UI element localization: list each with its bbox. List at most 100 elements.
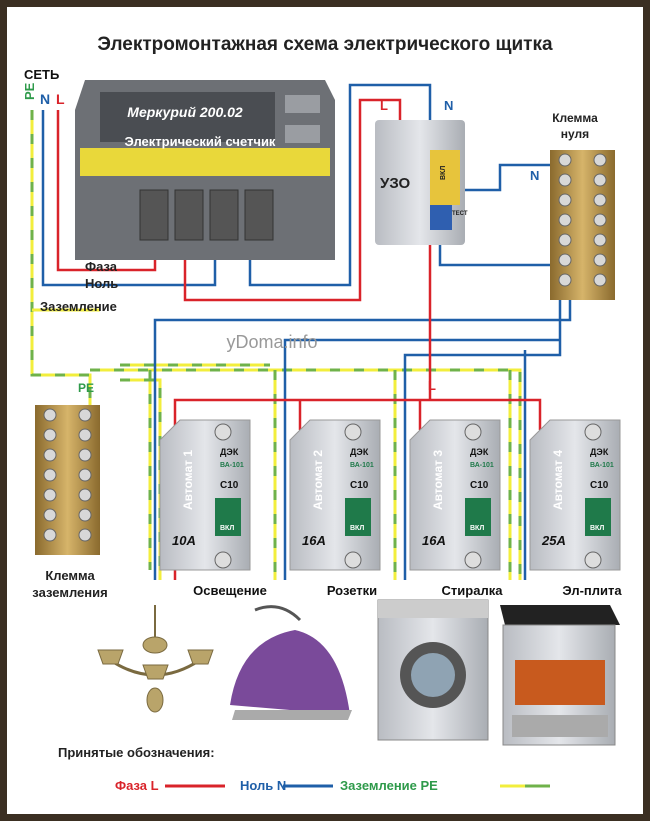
screw-icon <box>558 153 572 167</box>
neutral-bus-n-label: N <box>530 168 539 183</box>
network-pe-label: PE <box>22 82 37 100</box>
meter-phase-label: Фаза <box>85 259 118 274</box>
screw-icon <box>593 253 607 267</box>
chandelier-image <box>97 605 214 713</box>
breaker-brand: ДЭК <box>590 447 609 457</box>
ground-wires <box>30 110 522 580</box>
breaker-rating: 25A <box>541 533 566 548</box>
neutral-wires <box>41 83 572 580</box>
iron-image <box>230 605 352 720</box>
breaker-name: Автомат 4 <box>551 450 565 510</box>
breaker-curve: C10 <box>220 480 239 491</box>
breaker-lever[interactable] <box>585 498 611 536</box>
electric-stove-image <box>500 605 620 746</box>
breaker-lever[interactable] <box>345 498 371 536</box>
meter-caption: Электрический счетчик <box>125 134 276 149</box>
breaker-load-label: Розетки <box>327 583 377 598</box>
screw-icon <box>43 508 57 522</box>
breaker-brand: ДЭК <box>470 447 489 457</box>
screw-icon <box>558 233 572 247</box>
neutral-bus-label-1: Клемма <box>552 111 598 125</box>
diagram-canvas: Электромонтажная схема электрического щи… <box>7 7 643 814</box>
breaker-lever-label: ВКЛ <box>220 525 234 532</box>
rcd-test-label: ТЕСТ <box>452 211 468 217</box>
phase-bus-label: L <box>428 378 436 393</box>
breaker-lever-label: ВКЛ <box>350 525 364 532</box>
ground-bus-pe-label: PE <box>78 381 94 395</box>
screw-icon <box>78 428 92 442</box>
breaker-name: Автомат 1 <box>181 450 195 510</box>
neutral-bus-bar <box>550 150 615 300</box>
screw-icon <box>593 153 607 167</box>
breaker-brand: ДЭК <box>350 447 369 457</box>
legend: Фаза L Ноль N Заземление PE <box>115 778 550 793</box>
screw-icon <box>558 193 572 207</box>
meter-neutral-label: Ноль <box>85 276 118 291</box>
network-label: СЕТЬ <box>24 67 59 82</box>
screw-icon <box>43 528 57 542</box>
screw-icon <box>43 468 57 482</box>
screw-icon <box>78 528 92 542</box>
screw-icon <box>43 448 57 462</box>
breaker-name: Автомат 2 <box>311 450 325 510</box>
breaker-curve: C10 <box>350 480 369 491</box>
legend-label: Заземление PE <box>340 778 438 793</box>
rcd-device: УЗО ВКЛ ТЕСТ <box>375 120 468 245</box>
diagram-title: Электромонтажная схема электрического щи… <box>97 34 553 55</box>
meter-model: Меркурий 200.02 <box>127 104 243 120</box>
breaker-rating: 10A <box>172 533 196 548</box>
rcd-l-label: L <box>380 98 388 113</box>
ground-wire-label: Заземление <box>40 299 117 314</box>
ground-bus-label-1: Клемма <box>45 568 95 583</box>
breaker-model: ВА-101 <box>350 462 374 469</box>
breaker-lever[interactable] <box>215 498 241 536</box>
screw-icon <box>43 428 57 442</box>
screw-icon <box>558 213 572 227</box>
breaker-brand: ДЭК <box>220 447 239 457</box>
breaker-model: ВА-101 <box>590 462 614 469</box>
legend-label: Фаза L <box>115 778 159 793</box>
screw-icon <box>593 193 607 207</box>
breaker-lever-label: ВКЛ <box>590 525 604 532</box>
screw-icon <box>558 253 572 267</box>
screw-icon <box>43 408 57 422</box>
breaker-model: ВА-101 <box>470 462 494 469</box>
screw-icon <box>78 468 92 482</box>
breaker-name: Автомат 3 <box>431 450 445 510</box>
screw-icon <box>78 448 92 462</box>
screw-icon <box>558 173 572 187</box>
breaker-load-label: Освещение <box>193 583 267 598</box>
breaker-curve: C10 <box>590 480 609 491</box>
rcd-button-label: ВКЛ <box>440 166 447 180</box>
rcd-n-label: N <box>444 98 453 113</box>
breaker-curve: C10 <box>470 480 489 491</box>
screw-icon <box>593 213 607 227</box>
screw-icon <box>43 488 57 502</box>
breaker-lever[interactable] <box>465 498 491 536</box>
screw-icon <box>78 408 92 422</box>
legend-title: Принятые обозначения: <box>58 745 215 760</box>
electric-meter: Меркурий 200.02 Электрический счетчик <box>75 80 335 260</box>
breaker-rating: 16A <box>302 533 326 548</box>
neutral-bus-label-2: нуля <box>561 127 589 141</box>
breaker-load-label: Стиралка <box>442 583 504 598</box>
washing-machine-image <box>377 599 489 741</box>
watermark: yDoma.info <box>226 332 317 352</box>
legend-label: Ноль N <box>240 778 286 793</box>
screw-icon <box>78 508 92 522</box>
screw-icon <box>78 488 92 502</box>
ground-bus-bar <box>35 405 100 555</box>
rcd-label: УЗО <box>380 175 411 192</box>
network-l-label: L <box>56 91 65 107</box>
screw-icon <box>593 173 607 187</box>
screw-icon <box>558 273 572 287</box>
breaker-lever-label: ВКЛ <box>470 525 484 532</box>
breaker-load-label: Эл-плита <box>562 583 622 598</box>
screw-icon <box>593 233 607 247</box>
network-n-label: N <box>40 91 50 107</box>
